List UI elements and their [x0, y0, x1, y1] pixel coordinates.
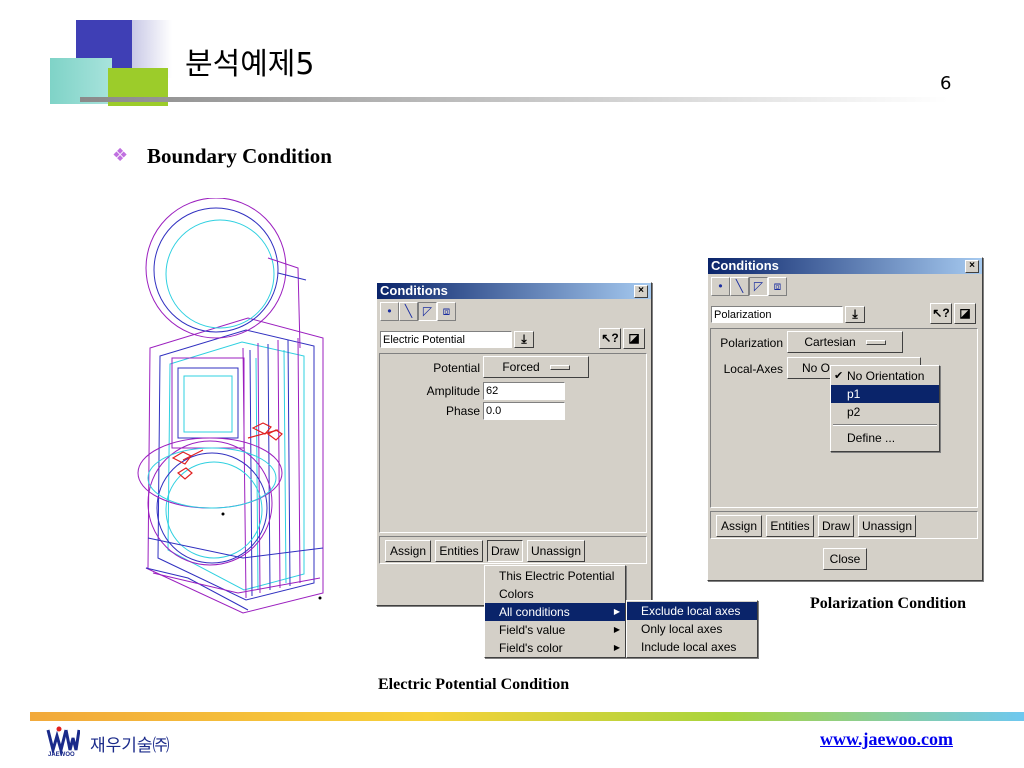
menu-item-fields-value[interactable]: Field's value ▶: [485, 621, 625, 639]
menu-item-label: Field's value: [499, 623, 566, 637]
menu-item-no-orientation[interactable]: ✔No Orientation: [831, 367, 939, 385]
menu-item-include-local-axes[interactable]: Include local axes: [641, 640, 737, 654]
point-entity-icon[interactable]: •: [380, 302, 399, 321]
close-button[interactable]: Close: [823, 548, 867, 570]
assign-button[interactable]: Assign: [385, 540, 431, 562]
submenu-arrow-icon: ▶: [613, 607, 620, 616]
line-entity-icon[interactable]: ╲: [730, 277, 749, 296]
menu-item-colors[interactable]: Colors: [499, 587, 534, 601]
point-entity-icon[interactable]: •: [711, 277, 730, 296]
header-rule: [80, 97, 948, 102]
website-link[interactable]: www.jaewoo.com: [820, 729, 953, 749]
menu-item-all-conditions[interactable]: All conditions ▶: [485, 603, 625, 621]
potential-dropdown[interactable]: Forced: [483, 356, 589, 378]
electric-potential-caption: Electric Potential Condition: [378, 676, 570, 693]
close-icon[interactable]: ×: [634, 285, 648, 298]
phase-field[interactable]: 0.0: [483, 402, 565, 420]
help-pointer-icon[interactable]: ↖?: [599, 328, 621, 349]
polarization-value: Cartesian: [804, 335, 856, 349]
eraser-icon[interactable]: ◪: [623, 328, 645, 349]
menu-item-label: No Orientation: [847, 369, 925, 383]
menu-item-label: All conditions: [499, 605, 570, 619]
entities-button[interactable]: Entities: [435, 540, 483, 562]
volume-entity-icon[interactable]: ⧈: [768, 277, 787, 296]
assign-button[interactable]: Assign: [716, 515, 762, 537]
unassign-button[interactable]: Unassign: [527, 540, 585, 562]
dialog-title: Conditions: [711, 258, 779, 273]
bullet-diamond-icon: ❖: [112, 145, 129, 166]
menu-item-fields-color[interactable]: Field's color ▶: [485, 639, 625, 657]
surface-entity-icon[interactable]: ◸: [749, 277, 768, 296]
eraser-icon[interactable]: ◪: [954, 303, 976, 324]
local-axes-value: No Or: [802, 361, 835, 375]
electric-potential-conditions-dialog: Conditions × • ╲ ◸ ⧈ Electric Potential …: [376, 282, 652, 606]
dialog-title-bar: Conditions ×: [708, 258, 982, 274]
condition-type-combo[interactable]: Electric Potential: [380, 331, 512, 348]
polarization-label: Polarization: [720, 336, 783, 350]
unassign-button[interactable]: Unassign: [858, 515, 916, 537]
logo-wordmark: JAEWOO: [48, 752, 75, 758]
potential-value: Forced: [502, 360, 540, 374]
help-pointer-icon[interactable]: ↖?: [930, 303, 952, 324]
dialog-title-bar: Conditions ×: [377, 283, 651, 299]
submenu-arrow-icon: ▶: [613, 643, 620, 652]
draw-button[interactable]: Draw: [818, 515, 854, 537]
polarization-caption: Polarization Condition: [810, 595, 967, 612]
surface-entity-icon[interactable]: ◸: [418, 302, 437, 321]
checkmark-icon: ✔: [834, 370, 844, 382]
polarization-dropdown[interactable]: Cartesian: [787, 331, 903, 353]
dialog-title: Conditions: [380, 283, 448, 298]
all-conditions-submenu: Exclude local axes Only local axes Inclu…: [626, 600, 758, 658]
amplitude-field[interactable]: 62: [483, 382, 565, 400]
menu-item-this-electric-potential[interactable]: This Electric Potential: [499, 569, 615, 583]
submenu-arrow-icon: ▶: [613, 625, 620, 634]
draw-menu: This Electric Potential Colors All condi…: [484, 565, 626, 658]
download-arrow-icon[interactable]: ⤓: [845, 306, 865, 323]
menu-item-define[interactable]: Define ...: [847, 431, 896, 445]
menu-separator: [833, 424, 937, 426]
local-axes-label: Local-Axes: [723, 362, 783, 376]
volume-entity-icon[interactable]: ⧈: [437, 302, 456, 321]
action-buttons-panel: Assign Entities Draw Unassign: [379, 536, 647, 564]
header-decoration-teal: [50, 58, 112, 104]
entities-button[interactable]: Entities: [766, 515, 814, 537]
draw-button[interactable]: Draw: [487, 540, 523, 562]
bullet-heading: Boundary Condition: [147, 144, 332, 168]
page-number: 6: [940, 73, 952, 94]
action-buttons-panel: Assign Entities Draw Unassign: [710, 511, 978, 539]
line-entity-icon[interactable]: ╲: [399, 302, 418, 321]
phase-label: Phase: [445, 404, 480, 418]
menu-item-only-local-axes[interactable]: Only local axes: [641, 622, 723, 636]
page-title: 분석예제5: [185, 47, 315, 82]
download-arrow-icon[interactable]: ⤓: [514, 331, 534, 348]
wireframe-model-image: [137, 198, 324, 614]
menu-item-p1[interactable]: p1: [831, 385, 939, 403]
potential-label: Potential: [433, 361, 480, 375]
menu-item-p2[interactable]: p2: [847, 405, 861, 419]
footer-color-bar: [30, 712, 1024, 721]
jaewoo-logo-icon: [46, 726, 80, 756]
condition-fields-panel: Potential Forced Amplitude 62 Phase 0.0: [379, 353, 647, 533]
amplitude-label: Amplitude: [426, 384, 480, 398]
company-name: 재우기술㈜: [90, 736, 170, 756]
condition-type-combo[interactable]: Polarization: [711, 306, 843, 323]
close-icon[interactable]: ×: [965, 260, 979, 273]
menu-item-label: Field's color: [499, 641, 563, 655]
menu-item-exclude-local-axes[interactable]: Exclude local axes: [627, 602, 757, 620]
local-axes-menu: ✔No Orientation p1 p2 Define ...: [830, 365, 940, 452]
